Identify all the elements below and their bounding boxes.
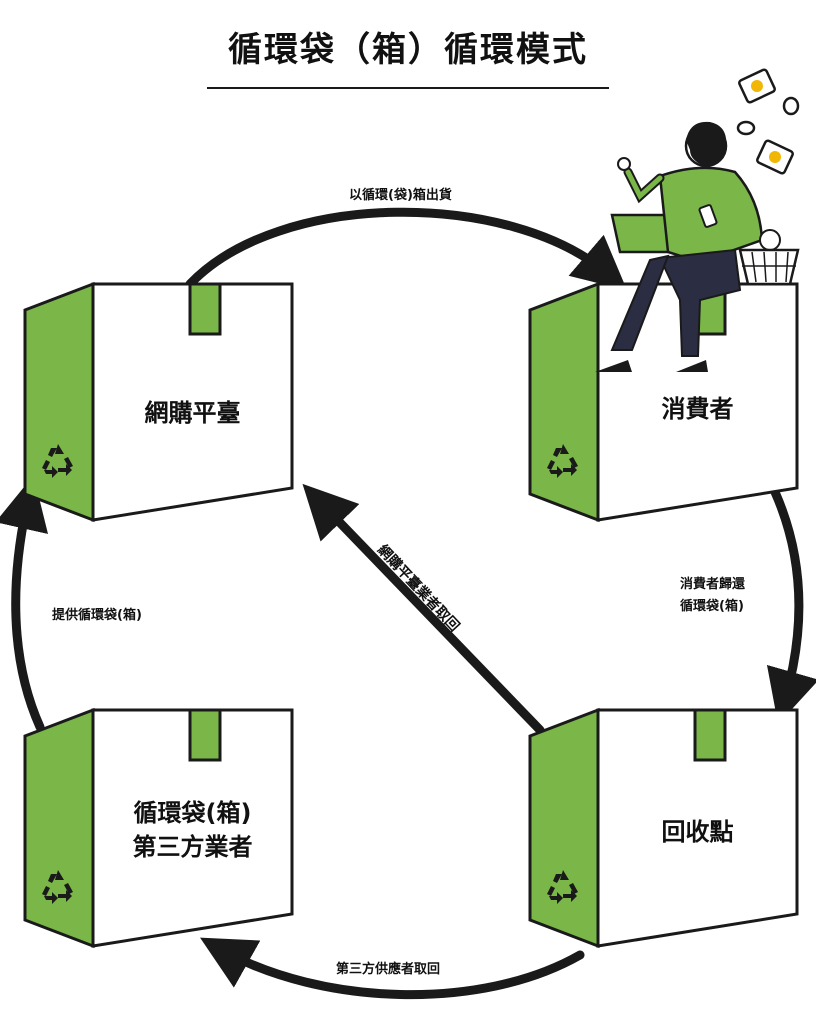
box-platform	[23, 281, 294, 523]
money-icon	[736, 68, 800, 175]
box-collection	[528, 707, 799, 949]
arrow-platform-pickup	[302, 483, 545, 735]
box-consumer	[528, 281, 799, 523]
arrow-return	[766, 487, 816, 725]
arrow-ship	[185, 207, 628, 291]
edge-provide-label: 提供循環袋(箱)	[52, 608, 142, 623]
node-supplier-label: 循環袋(箱) 第三方業者	[93, 796, 292, 864]
node-collection-label: 回收點	[661, 818, 734, 846]
arrow-provide	[0, 475, 49, 732]
box-supplier	[23, 707, 294, 949]
edge-ship-label: 以循環(袋)箱出貨	[349, 188, 452, 203]
node-platform-label: 網購平臺	[144, 399, 241, 427]
node-consumer-label: 消費者	[661, 395, 734, 423]
arrow-supplier-pickup	[200, 937, 585, 1000]
node-supplier-line1: 循環袋(箱)	[133, 799, 252, 827]
edge-return-label: 消費者歸還 循環袋(箱)	[680, 574, 745, 618]
edge-supplier-pickup-label: 第三方供應者取回	[336, 962, 441, 977]
page-title: 循環袋（箱）循環模式	[228, 30, 588, 70]
node-supplier-line2: 第三方業者	[132, 833, 253, 861]
title-divider	[207, 87, 609, 89]
person-illustration	[595, 121, 764, 372]
edge-return-line1: 消費者歸還	[680, 577, 746, 592]
edge-return-line2: 循環袋(箱)	[680, 599, 744, 614]
shopping-basket-icon	[738, 229, 800, 286]
